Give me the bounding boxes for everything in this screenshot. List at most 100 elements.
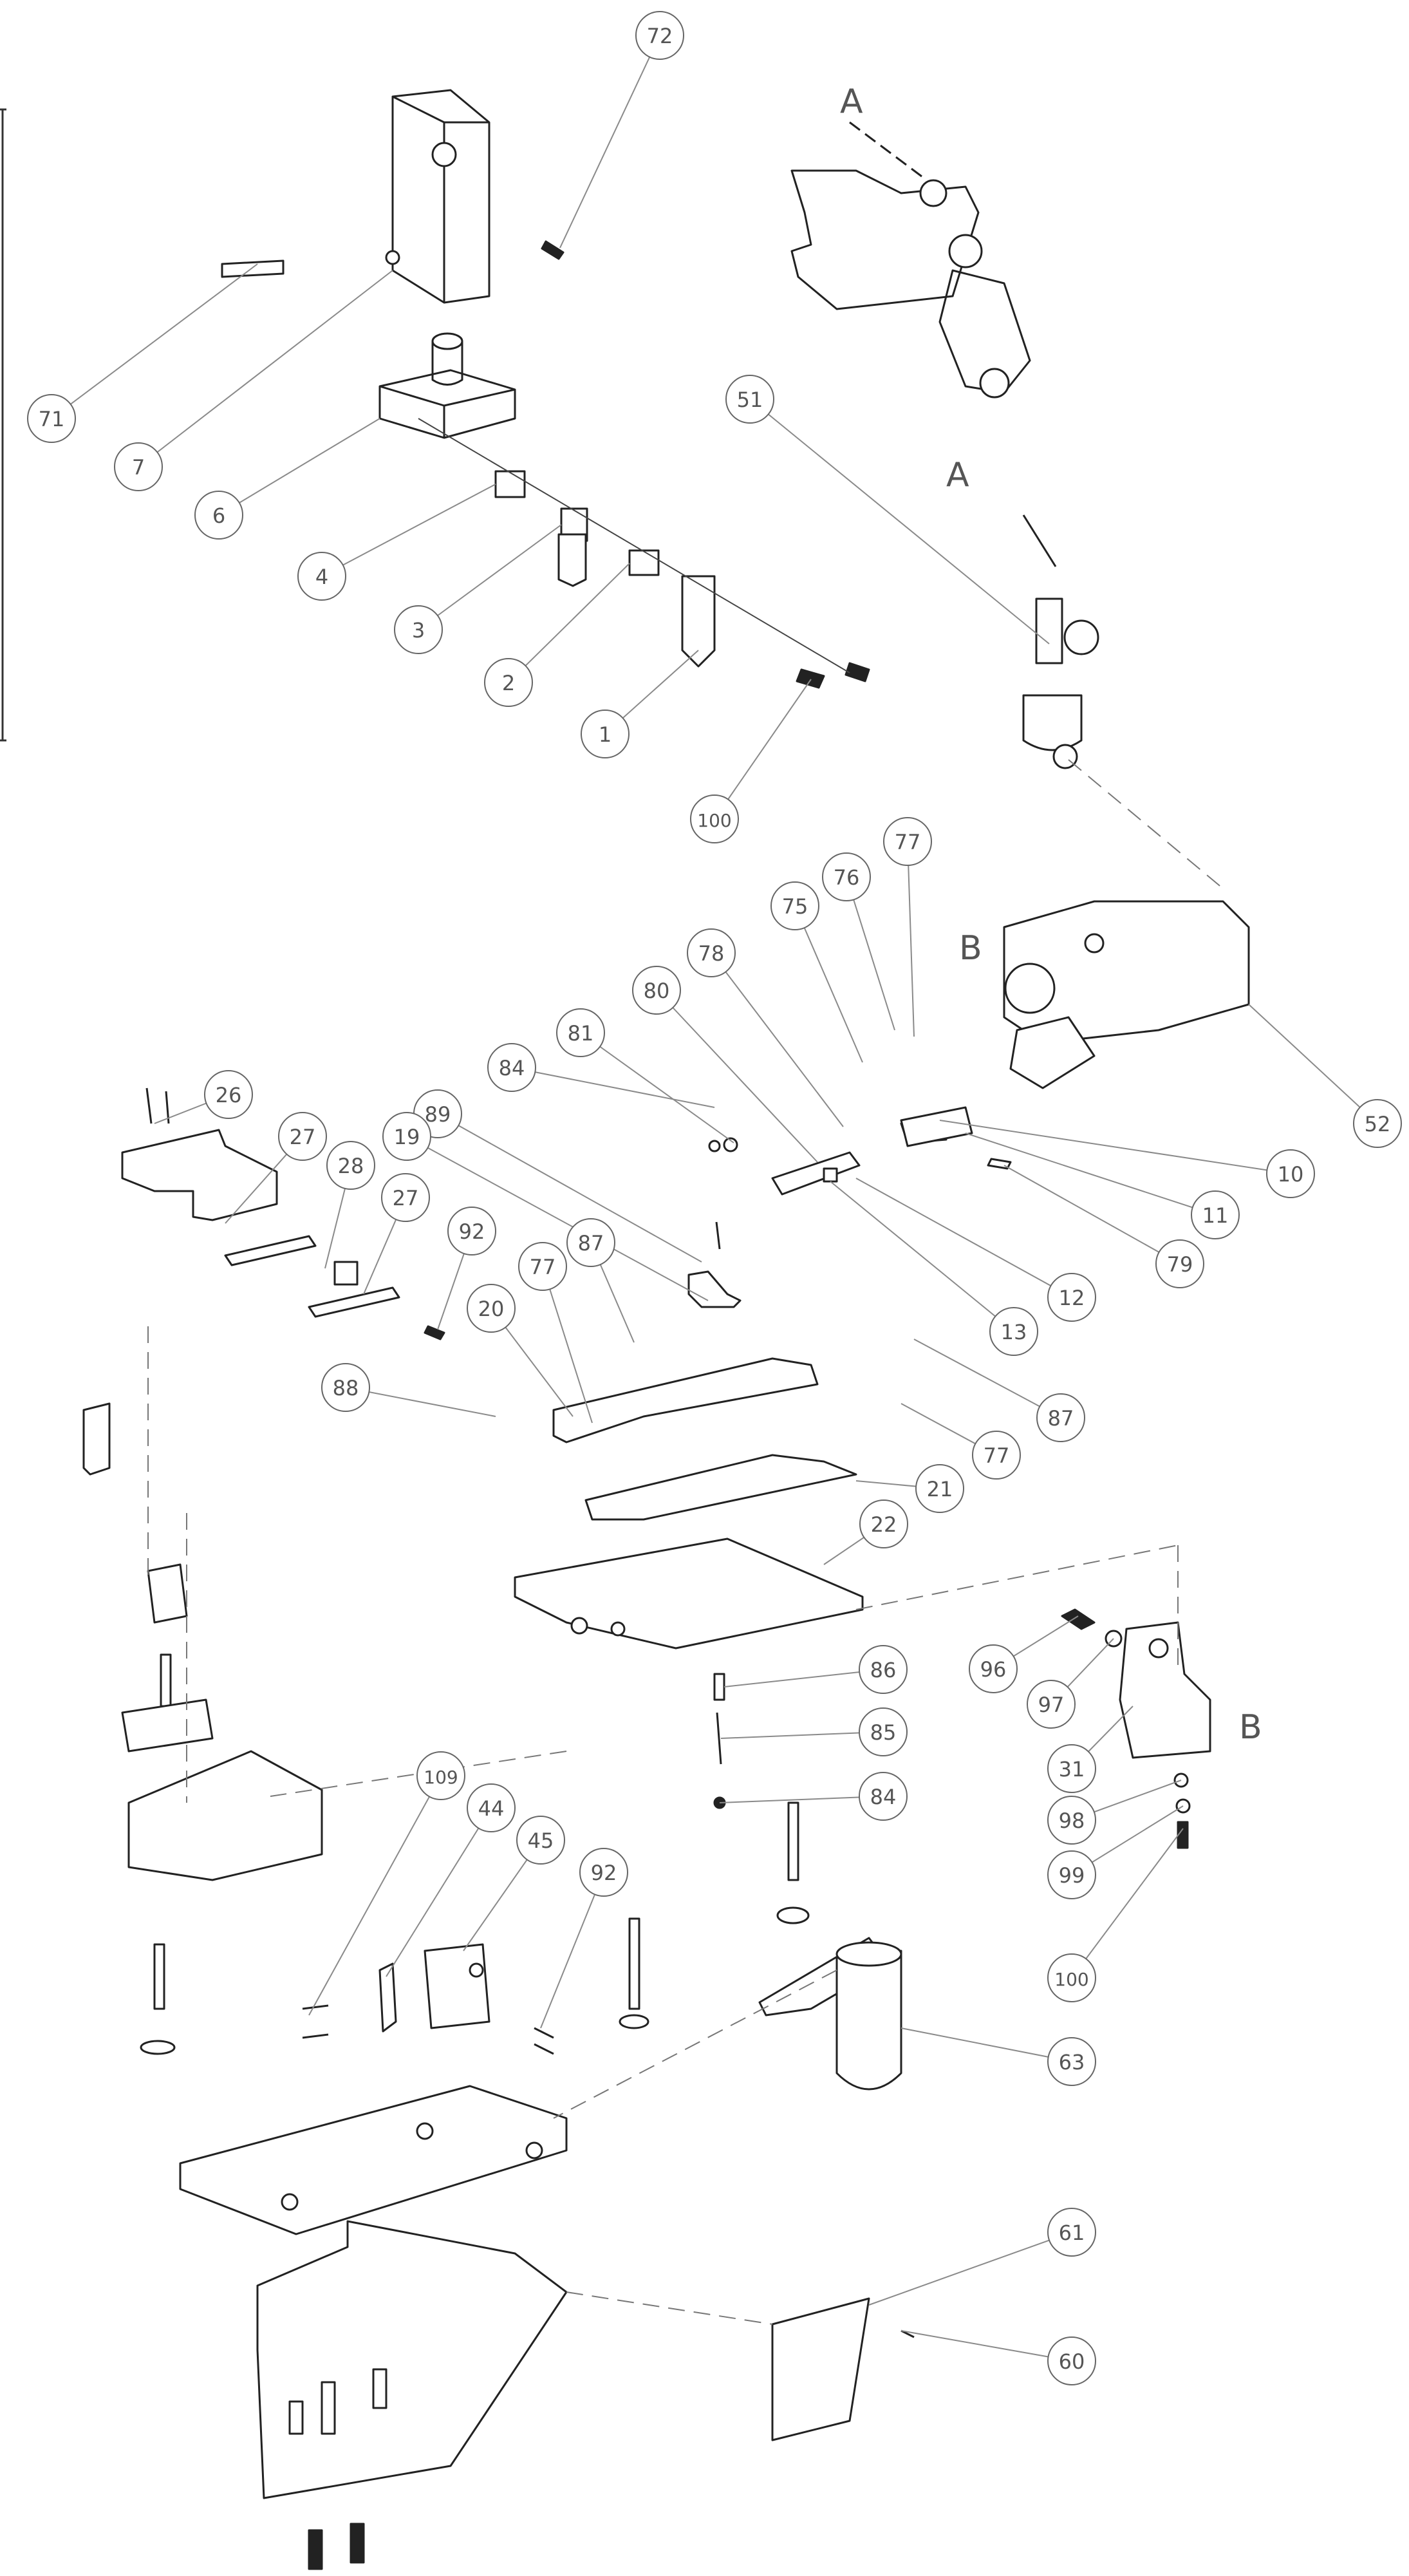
callout-circle [194, 491, 243, 540]
upright-pin-hole [385, 250, 400, 265]
washer-mid [619, 2014, 649, 2029]
view-label: B [1239, 1708, 1262, 1747]
callout-circle [972, 1431, 1021, 1480]
callout-circle [1047, 1850, 1096, 1899]
cover-61 [771, 2297, 870, 2441]
callout-number: 80 [644, 979, 670, 1003]
callout-number: 20 [478, 1297, 505, 1321]
assembly-dash-plate-bracket [855, 1545, 1179, 1610]
block-45 [424, 1943, 490, 2029]
parts-drawing [0, 89, 1250, 2570]
callout-number: 77 [530, 1255, 556, 1279]
left-washer [140, 2040, 176, 2055]
leader-line [907, 841, 915, 1037]
callout-circle [394, 605, 443, 654]
bracket-31-bore [1148, 1638, 1169, 1659]
callout-number: 26 [216, 1083, 242, 1107]
callout-circle [518, 1242, 567, 1291]
assembly-axis [418, 418, 850, 673]
callout-number: 88 [333, 1376, 359, 1400]
upright-block-edges [392, 95, 489, 303]
callout-circle [416, 1751, 465, 1800]
base-plate [179, 2085, 568, 2235]
screw-96 [1061, 1608, 1096, 1630]
strip-27a [224, 1235, 317, 1266]
callout-circle [1047, 2208, 1096, 2257]
view-label: B [959, 929, 982, 968]
callout-circle [635, 11, 684, 60]
callout-number: 100 [1054, 1969, 1088, 1990]
callout-circle [447, 1207, 496, 1255]
leader-line [511, 1067, 715, 1108]
callout-circle [566, 1218, 615, 1267]
callout-circle [326, 1141, 375, 1190]
callout-number: 27 [290, 1125, 316, 1149]
callout-circle [1266, 1149, 1315, 1198]
leader-line [580, 1032, 734, 1143]
callout-number: 52 [1365, 1112, 1391, 1136]
leader-line [656, 990, 818, 1163]
callout-circle [204, 1070, 253, 1119]
left-spring [160, 1653, 172, 1707]
left-block [147, 1563, 188, 1624]
base-plate-hole-b [525, 2141, 543, 2159]
leader-line [711, 952, 844, 1127]
callout-circle [581, 710, 630, 758]
callout-circle [1047, 1953, 1096, 2002]
callout-circle [1047, 2336, 1096, 2385]
screw-60 [900, 2329, 915, 2338]
callout-number: 99 [1059, 1863, 1085, 1888]
callout-number: 4 [315, 565, 328, 589]
leader-line [714, 679, 812, 820]
clevis-52 [1004, 963, 1056, 1014]
callout-circle [632, 966, 681, 1015]
callout-circle [556, 1008, 605, 1057]
callout-circle [690, 794, 739, 843]
callout-circle [1191, 1190, 1240, 1239]
callout-number: 1 [599, 722, 611, 747]
pin-79 [987, 1158, 1012, 1170]
callout-circle [859, 1707, 908, 1756]
callout-circle [1047, 1796, 1096, 1845]
frame-slot-b [321, 2381, 336, 2435]
callout-circle [859, 1645, 908, 1694]
leader-line [308, 1775, 442, 2016]
callout-circle [770, 881, 819, 930]
callout-number: 7 [132, 455, 145, 480]
view-a-bracket [790, 169, 980, 310]
screw-92c [534, 2043, 554, 2055]
leader-line [720, 1731, 884, 1739]
plate-22-hole-a [570, 1617, 588, 1635]
bolt-right [787, 1801, 799, 1881]
callout-number: 81 [568, 1021, 594, 1046]
callout-circle [1036, 1393, 1085, 1442]
callout-number: 84 [499, 1056, 525, 1080]
view-label: A [946, 456, 969, 494]
callout-number: 77 [984, 1443, 1010, 1468]
callout-circle [969, 1644, 1018, 1693]
callout-circle [1047, 2037, 1096, 2086]
block-45-hole [469, 1962, 484, 1978]
callout-number: 86 [870, 1658, 897, 1682]
assembly-dash-valve-cylinder [1068, 759, 1224, 889]
callout-number: 60 [1059, 2349, 1085, 2374]
leader-line [418, 524, 562, 630]
leader-line [965, 1133, 1216, 1216]
leader-line [1248, 1004, 1378, 1124]
leader-line [406, 1136, 709, 1301]
callout-number: 27 [393, 1186, 419, 1210]
leader-line [540, 1872, 604, 2029]
callout-number: 22 [871, 1512, 897, 1537]
leader-line [1003, 1165, 1180, 1264]
plate-2 [628, 549, 660, 576]
callout-number: 71 [39, 407, 65, 431]
view-a-valve [948, 234, 983, 268]
left-bolt [153, 1943, 165, 2010]
plate-3-leg [557, 533, 587, 587]
plate-20 [552, 1357, 819, 1443]
callout-number: 21 [927, 1477, 953, 1501]
leader-line [218, 418, 380, 516]
callout-number: 13 [1001, 1320, 1027, 1344]
